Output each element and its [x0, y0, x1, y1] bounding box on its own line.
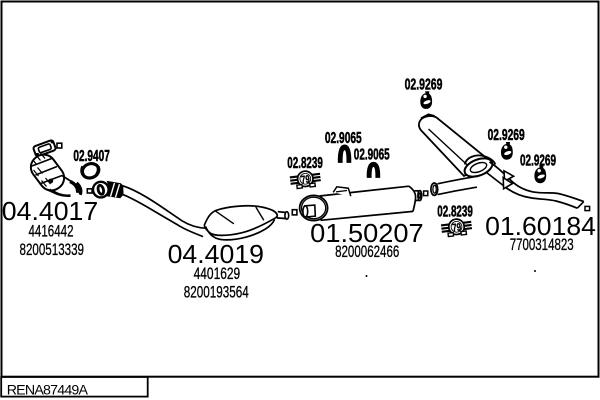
svg-text:02.8239: 02.8239	[287, 155, 323, 172]
svg-text:02.9269: 02.9269	[488, 127, 525, 144]
svg-text:02.9269: 02.9269	[405, 76, 443, 93]
svg-text:02.9065: 02.9065	[325, 130, 362, 147]
svg-text:8200513339: 8200513339	[20, 241, 85, 259]
svg-text:02.9065: 02.9065	[354, 146, 390, 163]
svg-text:79: 79	[301, 173, 311, 186]
svg-text:7700314823: 7700314823	[510, 236, 574, 254]
svg-text:4416442: 4416442	[29, 222, 74, 240]
svg-text:02.8239: 02.8239	[437, 203, 473, 220]
svg-text:04.4017: 04.4017	[2, 196, 98, 226]
svg-text:01.60184: 01.60184	[485, 211, 596, 241]
svg-text:01.50207: 01.50207	[310, 218, 424, 248]
svg-text:8200062466: 8200062466	[335, 243, 399, 261]
svg-text:8200193564: 8200193564	[184, 283, 249, 301]
svg-text:02.9269: 02.9269	[520, 152, 556, 169]
svg-text:04.4019: 04.4019	[168, 239, 264, 269]
svg-text:02.9407: 02.9407	[73, 148, 109, 165]
svg-text:79: 79	[452, 221, 462, 234]
svg-text:RENA87449A: RENA87449A	[7, 383, 89, 399]
svg-text:4401629: 4401629	[194, 265, 241, 283]
